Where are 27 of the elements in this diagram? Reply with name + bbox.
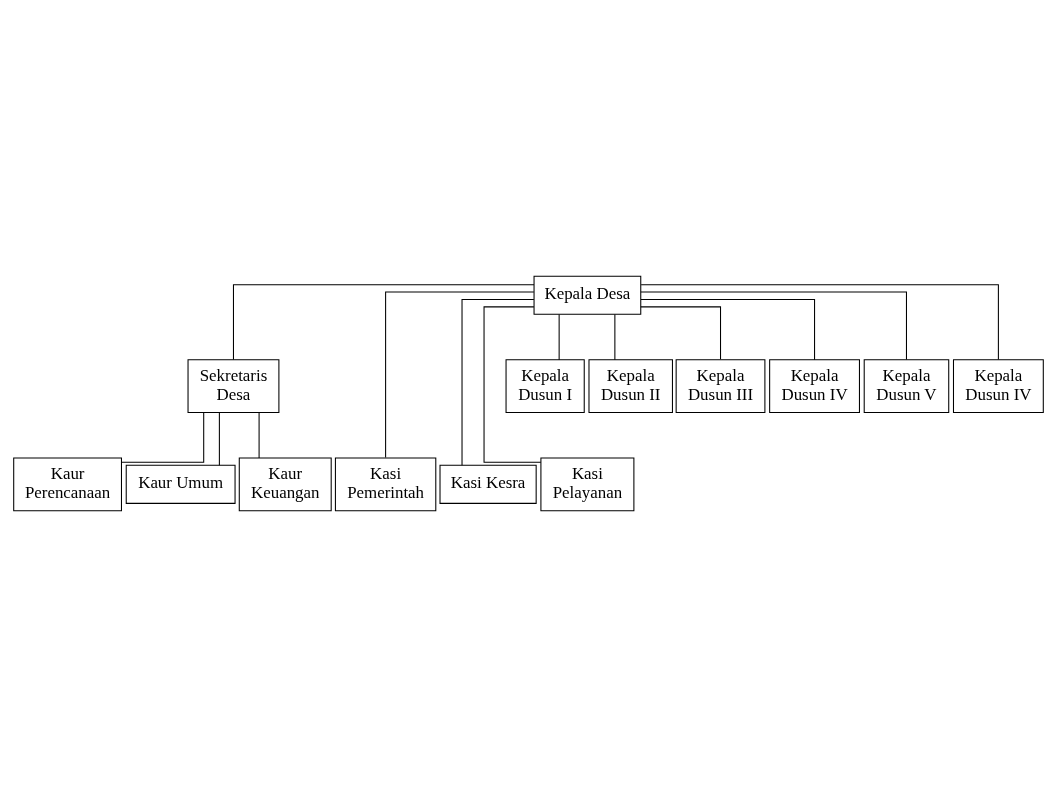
connector: [614, 314, 616, 361]
node-box: Kepala Dusun I: [505, 359, 585, 414]
connector: [461, 298, 535, 466]
node-box: Kepala Dusun IV: [769, 359, 860, 414]
node-box: Kasi Kesra: [439, 464, 537, 504]
node-box: Kepala Dusun IV: [952, 359, 1044, 414]
connector: [258, 412, 260, 459]
node-box: Kaur Umum: [125, 464, 236, 504]
connector: [385, 291, 535, 459]
connector: [558, 314, 560, 361]
connector: [640, 306, 722, 360]
node-box: Kepala Desa: [533, 275, 642, 315]
connector: [218, 412, 220, 466]
node-box: Kepala Dusun V: [863, 359, 950, 414]
node-box: Kepala Dusun III: [675, 359, 766, 414]
node-box: Kasi Pelayanan: [540, 457, 635, 512]
connector: [640, 284, 999, 360]
node-box: Kepala Dusun II: [588, 359, 673, 414]
connector: [121, 412, 205, 463]
node-box: Kasi Pemerintah: [334, 457, 437, 512]
connector: [640, 298, 816, 361]
connector: [483, 306, 542, 463]
node-box: Kaur Keuangan: [238, 457, 332, 512]
connector: [232, 284, 535, 360]
connector: [640, 291, 907, 360]
node-box: Sekretaris Desa: [187, 359, 280, 414]
node-box: Kaur Perencanaan: [13, 457, 122, 512]
